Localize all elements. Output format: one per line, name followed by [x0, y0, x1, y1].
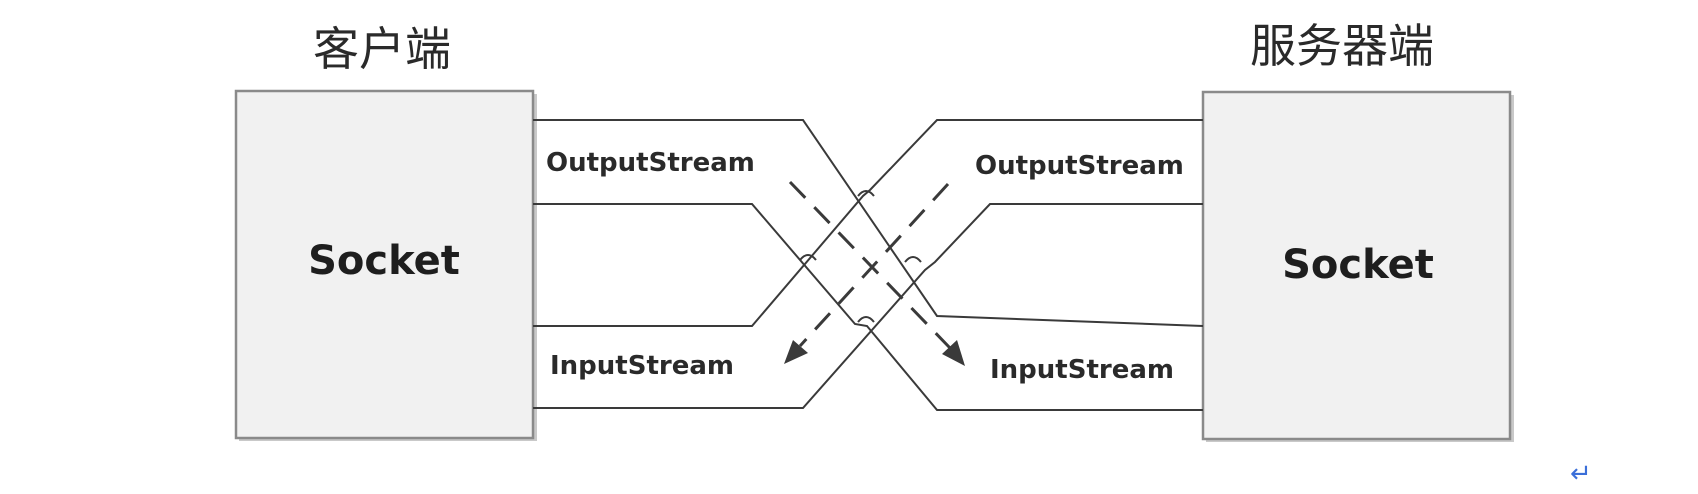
pipe-lower-edge-a: [533, 203, 1203, 411]
hop-2: [799, 254, 817, 261]
flow-arrow-line-left: [798, 182, 950, 348]
server-heading: 服务器端: [1250, 19, 1434, 73]
client-input-stream-label: InputStream: [550, 351, 734, 381]
hop-4: [857, 316, 875, 323]
server-socket-box: Socket: [1201, 90, 1514, 442]
flow-arrow-line-right: [788, 180, 952, 350]
server-output-stream-label: OutputStream: [975, 151, 1184, 181]
server-output-to-client-input-pipe: [533, 119, 1203, 409]
client-heading: 客户端: [313, 22, 451, 76]
flow-server-to-client: [784, 182, 950, 364]
server-socket-label: Socket: [1282, 242, 1434, 288]
arrowhead-left-icon: [784, 340, 808, 364]
hop-3: [904, 256, 922, 263]
client-output-stream-label: OutputStream: [546, 148, 755, 178]
server-input-stream-label: InputStream: [990, 355, 1174, 385]
client-socket-label: Socket: [308, 238, 460, 284]
pipe-upper-edge-b: [533, 119, 1203, 327]
client-socket-box: Socket: [234, 89, 537, 441]
client-output-to-server-input-pipe: [533, 119, 1204, 411]
pipe-upper-edge-a: [533, 119, 1204, 327]
hop-1: [857, 190, 875, 197]
pipe-crossing-hops: [799, 190, 922, 323]
pipe-lower-edge-b: [533, 203, 1203, 409]
paragraph-mark-icon: ↵: [1570, 459, 1592, 489]
flow-client-to-server: [788, 180, 965, 366]
arrowhead-right-icon: [942, 340, 965, 366]
